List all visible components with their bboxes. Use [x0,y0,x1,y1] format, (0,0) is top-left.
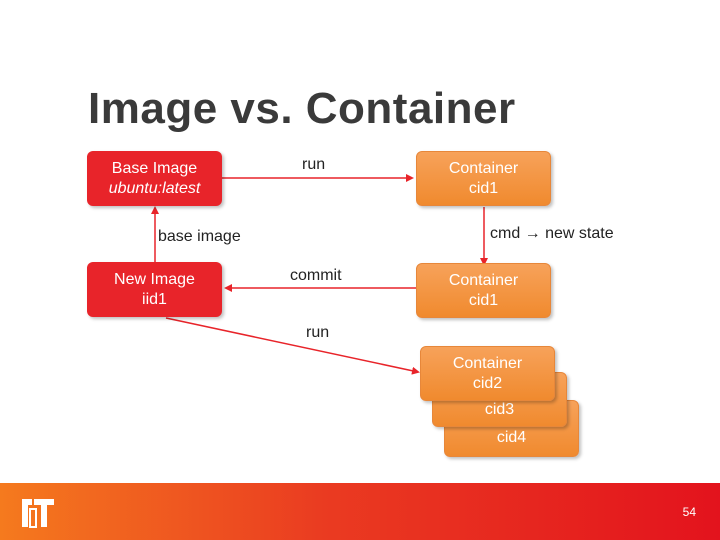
container-top-id: cid1 [468,179,499,197]
page-number: 54 [682,505,696,519]
container-top-label: Container [448,159,519,177]
base-image-label: Base Image [111,159,198,177]
new-image-id: iid1 [142,290,167,308]
container-cid2-box: Container cid2 [420,346,555,401]
base-image-arrow-label: base image [158,228,241,245]
container-cid2-id: cid2 [472,374,503,392]
cmd-new-state-label: cmd → new state [490,225,614,242]
container-mid-id: cid1 [468,291,499,309]
new-image-label: New Image [114,270,195,288]
footer-bar: 54 [0,483,720,540]
arrow-run-bottom [165,317,420,375]
commit-label: commit [290,267,342,284]
container-cid2-label: Container [452,354,523,372]
base-image-box: Base Image ubuntu:latest [87,151,222,206]
flow-arrows [151,174,488,375]
run-top-label: run [302,156,326,173]
new-image-box: New Image iid1 [87,262,222,317]
run-bottom-label: run [306,324,330,341]
container-mid-box: Container cid1 [416,263,551,318]
slide-title: Image vs. Container [88,84,516,133]
container-mid-label: Container [448,271,519,289]
container-cid4-id: cid4 [496,429,527,446]
container-top-box: Container cid1 [416,151,551,206]
company-logo-icon [22,499,54,528]
container-cid3-id: cid3 [484,401,515,418]
base-image-tag: ubuntu:latest [108,179,201,197]
